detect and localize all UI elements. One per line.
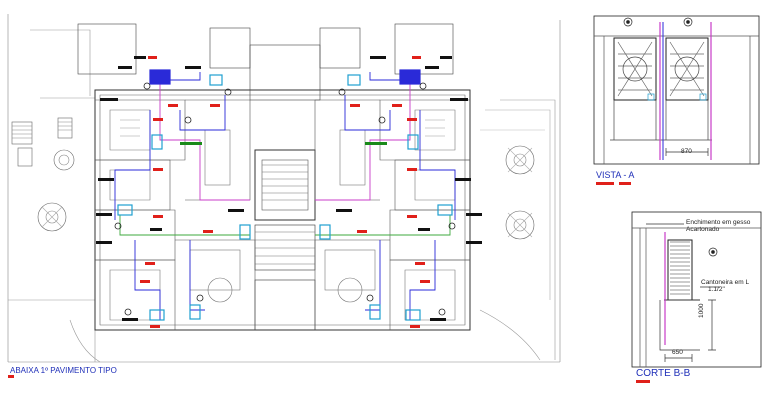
cantoneira-label: Cantoneira em L (701, 279, 750, 286)
acartonado-label: Acartonado (686, 226, 720, 233)
vista-a-detail (593, 15, 760, 165)
ac-units (117, 69, 453, 321)
floor-plan (7, 14, 561, 363)
vista-title-underline (596, 182, 631, 185)
corte-bb-detail (631, 211, 762, 368)
refrigerant-lines (114, 72, 456, 320)
black-tags (96, 56, 482, 321)
vista-dimension-870: 870 (681, 148, 692, 155)
drain-symbols (114, 82, 456, 316)
vista-a-title: VISTA - A (596, 170, 635, 180)
corte-bb-title: CORTE B-B (636, 368, 691, 379)
corte-dimension-650: 650 (672, 349, 683, 356)
corte-title-underline (636, 380, 650, 383)
cantoneira-size-label: 1.1/2" (708, 286, 725, 293)
plan-title-underline (8, 375, 14, 378)
red-markers (140, 56, 430, 328)
enchimento-label: Enchimento em gesso (686, 219, 751, 226)
corte-dimension-1000: 1000 (698, 303, 705, 318)
plan-title: ABAIXA 1º PAVIMENTO TIPO (10, 366, 117, 375)
